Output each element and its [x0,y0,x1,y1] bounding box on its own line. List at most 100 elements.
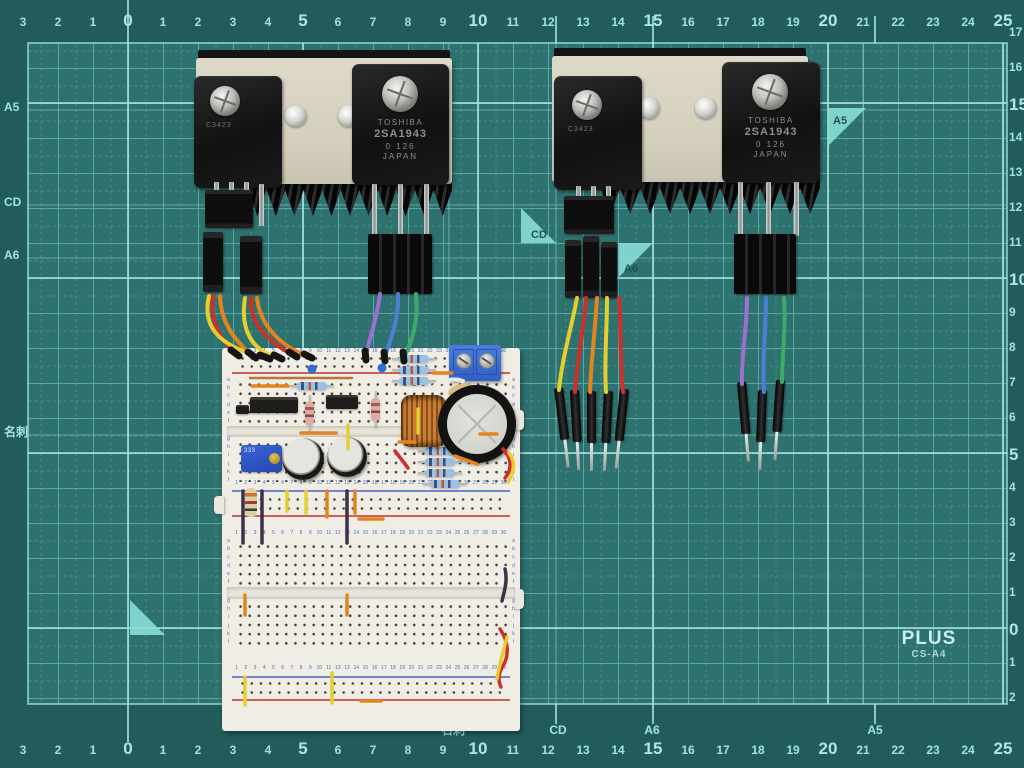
left-power-screw [382,76,418,112]
column-number: 20 [408,530,415,536]
row-letter: d [227,401,230,408]
column-number: 25 [454,665,461,671]
left-power-marking: TOSHIBA 2SA1943 0 126 JAPAN [352,118,449,162]
column-number: 1 [235,348,238,354]
a6-corner-marker [618,243,653,278]
ruler-number: 19 [786,15,800,29]
transistor-leg [398,184,403,236]
row-letter: b [512,385,515,392]
left-power-connector-block [368,234,432,294]
column-number: 28 [482,665,488,671]
ruler-number: 2 [54,743,62,757]
column-number: 2 [244,348,248,354]
ruler-number: 15 [643,739,663,758]
power-rail-holes [238,690,502,695]
column-number: 9 [308,530,312,536]
column-number: 10 [316,665,323,671]
column-number: 18 [390,665,396,671]
column-number: 30 [500,665,507,671]
column-number: 23 [436,348,442,354]
column-number: 26 [463,530,470,536]
resistor-lead [423,483,430,485]
jumper-housing [240,236,262,294]
row-letter: e [227,409,230,416]
transistor-leg [214,182,219,194]
ruler-number: 14 [611,743,625,757]
column-number: 11 [326,530,332,536]
resistor [392,355,436,363]
ruler-number: 2 [54,15,62,29]
column-number: 22 [427,530,433,536]
resistor [392,377,436,385]
left-driver-transistor: C3423 [194,76,282,188]
pin-connector-tip [589,443,593,471]
date-code: 0 126 [385,141,416,151]
breadboard-clip [214,496,224,514]
jumper-housing [583,236,599,298]
column-number: 27 [473,530,479,536]
row-letter: j [227,460,230,467]
right-driver-connector-housing [564,196,614,234]
brand-text: TOSHIBA [748,116,794,125]
resistor-lead [418,472,425,474]
ruler-number: 4 [264,743,272,757]
row-letter: g [227,436,230,442]
part-number: 2SA1943 [374,128,427,140]
row-letter: l [227,476,230,483]
column-number: 16 [371,530,378,536]
mat-size-label: 名刺 [4,425,29,439]
resistor-lead [392,358,399,360]
left-driver-connector-housing [205,190,253,228]
part-number: 2SA1943 [744,126,798,138]
ruler-number: 1 [159,743,167,757]
cd-marker-label: CD [531,229,547,241]
row-letter: l [512,638,515,645]
resistor-lead [429,369,436,371]
jumper-housing [565,240,581,298]
column-number: 29 [491,665,498,671]
column-number: 6 [281,348,284,354]
resistor-body [399,377,429,385]
ruler-number: 3 [1009,515,1016,529]
row-letter: l [512,476,515,483]
row-letter: k [227,468,230,475]
mat-size-label: A6 [644,723,660,737]
column-number: 21 [417,348,424,354]
ruler-number: 9 [439,743,447,757]
row-letter: a [227,538,230,544]
resistor-lead [327,385,334,387]
ruler-number: 15 [1009,95,1024,114]
row-letter: g [227,598,230,604]
pin-connector-sleeve [756,389,767,471]
column-number: 28 [482,480,488,486]
column-number: 24 [444,349,453,354]
ruler-number: 21 [856,743,870,757]
mat-brand-logo: PLUS CS-A4 [893,629,965,660]
terminal-screw [456,353,472,369]
row-letter: a [227,377,230,383]
ruler-number: 16 [1009,60,1023,74]
ruler-number: 24 [961,15,975,29]
row-letter: f [227,578,230,585]
trimmer-potentiometer: 333 [241,445,282,472]
column-number: 13 [344,665,350,671]
ruler-number: 20 [818,739,838,758]
column-number: 7 [290,665,294,671]
a5-corner-marker [828,108,866,146]
breadboard-center-channel [227,587,515,599]
column-number: 19 [399,530,406,536]
column-number: 10 [316,348,323,354]
ruler-number: 23 [926,743,940,757]
resistor-vertical [371,398,380,421]
column-number: 2 [244,530,248,536]
ruler-number: 1 [89,15,97,29]
column-number: 17 [381,665,387,671]
ruler-number: 1 [89,743,97,757]
row-letter: k [227,630,230,637]
row-letter: h [227,444,230,451]
ruler-number: 0 [123,739,133,758]
resistor-vertical [305,402,314,425]
resistor-lead [429,358,436,360]
